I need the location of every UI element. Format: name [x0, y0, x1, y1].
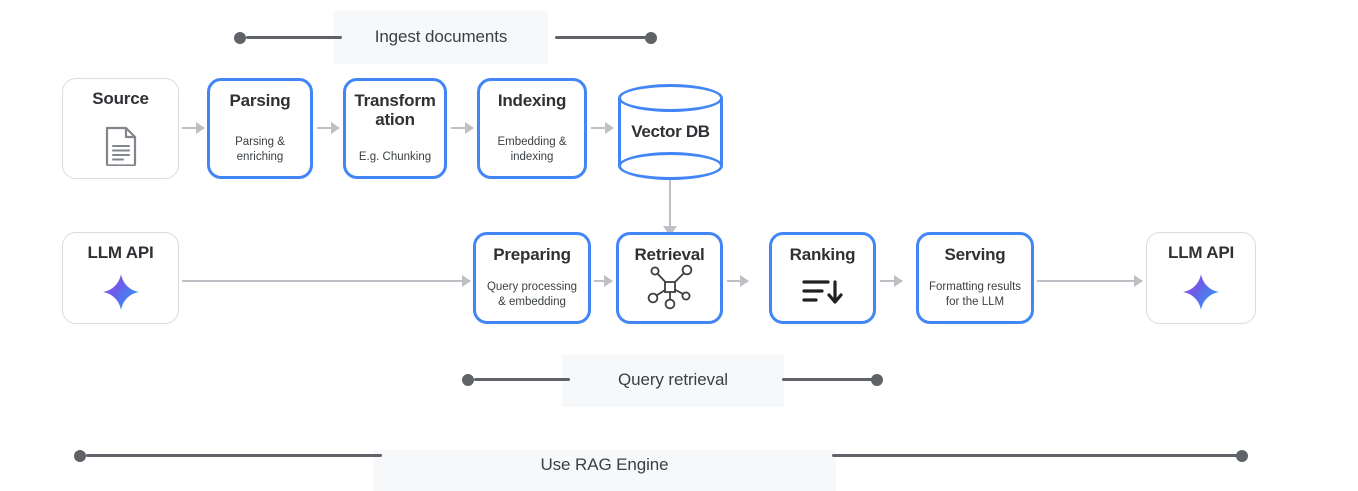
vector-db-cylinder-top: [618, 84, 723, 112]
gemini-star-icon: [1182, 273, 1220, 311]
node-preparing[interactable]: Preparing Query processing& embedding: [473, 232, 591, 324]
node-parsing-subtitle: Parsing &enriching: [235, 136, 285, 163]
node-preparing-subtitle: Query processing& embedding: [486, 281, 578, 308]
ingest-band-background: [334, 11, 548, 64]
ingest-band-label: Ingest documents: [374, 27, 508, 46]
node-source-title: Source: [92, 89, 149, 108]
arrow-preparing-to-retrieval: [594, 280, 612, 282]
ingest-band-start-dot: [234, 32, 246, 44]
arrow-ranking-to-serving: [880, 280, 902, 282]
query-band-start-dot: [462, 374, 474, 386]
query-band-right-segment: [782, 378, 874, 381]
node-llm-api-out[interactable]: LLM API: [1146, 232, 1256, 324]
document-icon: [104, 126, 138, 166]
query-band-end-dot: [871, 374, 883, 386]
arrow-indexing-to-vector-db: [591, 127, 613, 129]
node-indexing-title: Indexing: [497, 91, 567, 110]
node-indexing-subtitle: Embedding &indexing: [497, 136, 567, 163]
node-parsing[interactable]: Parsing Parsing &enriching: [207, 78, 313, 179]
node-ranking-title: Ranking: [789, 245, 856, 264]
query-band-label: Query retrieval: [618, 370, 728, 389]
gemini-star-icon: [102, 273, 140, 311]
node-source[interactable]: Source: [62, 78, 179, 179]
rag-band-right-segment: [832, 454, 1238, 457]
arrow-vector-db-to-retrieval: [669, 180, 671, 235]
node-parsing-title: Parsing: [229, 91, 291, 110]
ingest-band-end-dot: [645, 32, 657, 44]
arrow-source-to-parsing: [182, 127, 204, 129]
arrow-parsing-to-transformation: [317, 127, 339, 129]
node-graph-icon: [646, 264, 694, 310]
arrow-transformation-to-indexing: [451, 127, 473, 129]
vector-db-label: Vector DB: [631, 122, 710, 141]
rag-band-left-segment: [86, 454, 382, 457]
node-llm-api-out-title: LLM API: [1168, 243, 1234, 262]
arrow-serving-to-llm-api-out: [1037, 280, 1142, 282]
vector-db-cylinder-bottom: [618, 152, 723, 180]
rag-band-label: Use RAG Engine: [540, 455, 669, 474]
node-preparing-title: Preparing: [493, 245, 571, 264]
node-llm-api-in-title: LLM API: [87, 243, 154, 262]
query-band-left-segment: [474, 378, 570, 381]
node-retrieval[interactable]: Retrieval: [616, 232, 723, 324]
node-llm-api-in[interactable]: LLM API: [62, 232, 179, 324]
ingest-band-left-segment: [246, 36, 342, 39]
node-indexing[interactable]: Indexing Embedding &indexing: [477, 78, 587, 179]
ingest-band-right-segment: [555, 36, 648, 39]
node-transformation-subtitle: E.g. Chunking: [358, 150, 432, 163]
arrow-llm-api-in-to-preparing: [182, 280, 470, 282]
node-serving-title: Serving: [944, 245, 1006, 264]
rag-band-background: [373, 450, 836, 491]
node-retrieval-title: Retrieval: [634, 245, 705, 264]
rag-band-start-dot: [74, 450, 86, 462]
arrow-retrieval-to-ranking: [727, 280, 748, 282]
query-band-background: [562, 355, 784, 407]
node-ranking[interactable]: Ranking: [769, 232, 876, 324]
sort-descending-icon: [800, 275, 846, 309]
node-vector-db[interactable]: Vector DB: [618, 84, 723, 180]
rag-band-end-dot: [1236, 450, 1248, 462]
